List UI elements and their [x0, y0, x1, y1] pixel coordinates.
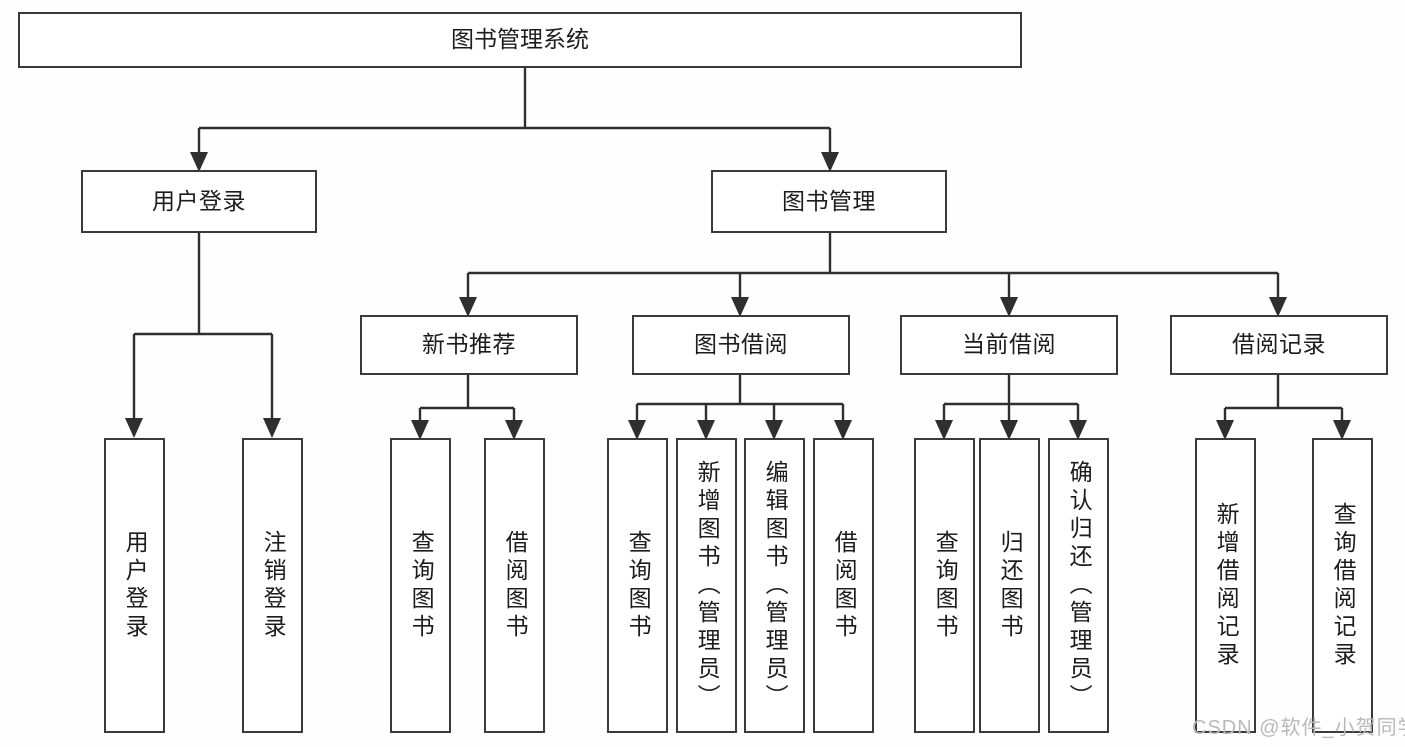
node-leaf-borrow-book-2[interactable]: 借阅图书: [813, 438, 874, 733]
node-leaf-add-record-label: 新增借阅记录: [1213, 501, 1240, 670]
arrowhead-book-management: [821, 152, 839, 172]
arrowhead-current-borrow: [1000, 297, 1018, 317]
arrowhead-book-borrow: [731, 297, 749, 317]
arrowhead-leaf-query-record: [1333, 420, 1351, 440]
node-leaf-edit-book[interactable]: 编辑图书（管理员）: [744, 438, 805, 733]
node-book-borrow-label: 图书借阅: [694, 331, 788, 358]
node-leaf-confirm-return[interactable]: 确认归还（管理员）: [1048, 438, 1109, 733]
node-leaf-query-book-3-label: 查询图书: [932, 529, 959, 642]
node-user-login[interactable]: 用户登录: [81, 170, 317, 233]
node-borrow-record-label: 借阅记录: [1232, 331, 1326, 358]
node-leaf-user-login-label: 用户登录: [122, 529, 149, 642]
node-leaf-borrow-book-1[interactable]: 借阅图书: [484, 438, 545, 733]
arrowhead-leaf-user-logout: [263, 418, 281, 438]
node-leaf-query-record-label: 查询借阅记录: [1330, 501, 1357, 670]
node-leaf-add-book-label: 新增图书（管理员）: [694, 459, 721, 712]
arrowhead-user-login: [190, 152, 208, 172]
node-leaf-query-book-2-label: 查询图书: [625, 529, 652, 642]
node-book-borrow[interactable]: 图书借阅: [632, 315, 850, 375]
node-leaf-user-logout[interactable]: 注销登录: [242, 438, 303, 733]
node-book-management-label: 图书管理: [782, 187, 876, 214]
node-borrow-record[interactable]: 借阅记录: [1170, 315, 1388, 375]
node-book-management[interactable]: 图书管理: [711, 170, 947, 233]
node-leaf-add-record[interactable]: 新增借阅记录: [1195, 438, 1256, 733]
arrowhead-new-book: [459, 297, 477, 317]
arrowhead-leaf-add-record: [1216, 420, 1234, 440]
node-leaf-return-book[interactable]: 归还图书: [979, 438, 1040, 733]
node-leaf-user-logout-label: 注销登录: [260, 529, 287, 642]
arrowhead-borrow-record: [1269, 297, 1287, 317]
node-leaf-return-book-label: 归还图书: [997, 529, 1024, 642]
node-new-book-recommend-label: 新书推荐: [422, 331, 516, 358]
node-root[interactable]: 图书管理系统: [18, 12, 1022, 68]
node-leaf-query-book-1-label: 查询图书: [408, 529, 435, 642]
arrowhead-leaf-borrow-book-1: [505, 420, 523, 440]
arrowhead-leaf-return-book: [1000, 420, 1018, 440]
arrowhead-leaf-borrow-book-2: [834, 420, 852, 440]
node-leaf-query-book-1[interactable]: 查询图书: [390, 438, 451, 733]
node-leaf-query-book-2[interactable]: 查询图书: [607, 438, 668, 733]
node-leaf-add-book[interactable]: 新增图书（管理员）: [676, 438, 737, 733]
node-leaf-confirm-return-label: 确认归还（管理员）: [1066, 459, 1093, 712]
node-leaf-query-record[interactable]: 查询借阅记录: [1312, 438, 1373, 733]
arrowhead-leaf-query-book-3: [935, 420, 953, 440]
node-leaf-user-login[interactable]: 用户登录: [104, 438, 165, 733]
node-new-book-recommend[interactable]: 新书推荐: [360, 315, 578, 375]
arrowhead-leaf-user-login: [125, 418, 143, 438]
node-leaf-edit-book-label: 编辑图书（管理员）: [762, 459, 789, 712]
arrowhead-leaf-confirm-return: [1069, 420, 1087, 440]
arrowhead-leaf-query-book-2: [628, 420, 646, 440]
arrowhead-leaf-add-book: [697, 420, 715, 440]
node-user-login-label: 用户登录: [152, 187, 246, 214]
node-current-borrow-label: 当前借阅: [962, 331, 1056, 358]
node-leaf-borrow-book-1-label: 借阅图书: [502, 529, 529, 642]
node-leaf-query-book-3[interactable]: 查询图书: [914, 438, 975, 733]
arrowhead-leaf-edit-book: [765, 420, 783, 440]
node-current-borrow[interactable]: 当前借阅: [900, 315, 1118, 375]
node-root-label: 图书管理系统: [451, 26, 589, 53]
csdn-watermark: CSDN @软件_小贺同学: [1192, 717, 1405, 739]
node-leaf-borrow-book-2-label: 借阅图书: [831, 529, 858, 642]
arrowhead-leaf-query-book-1: [411, 420, 429, 440]
